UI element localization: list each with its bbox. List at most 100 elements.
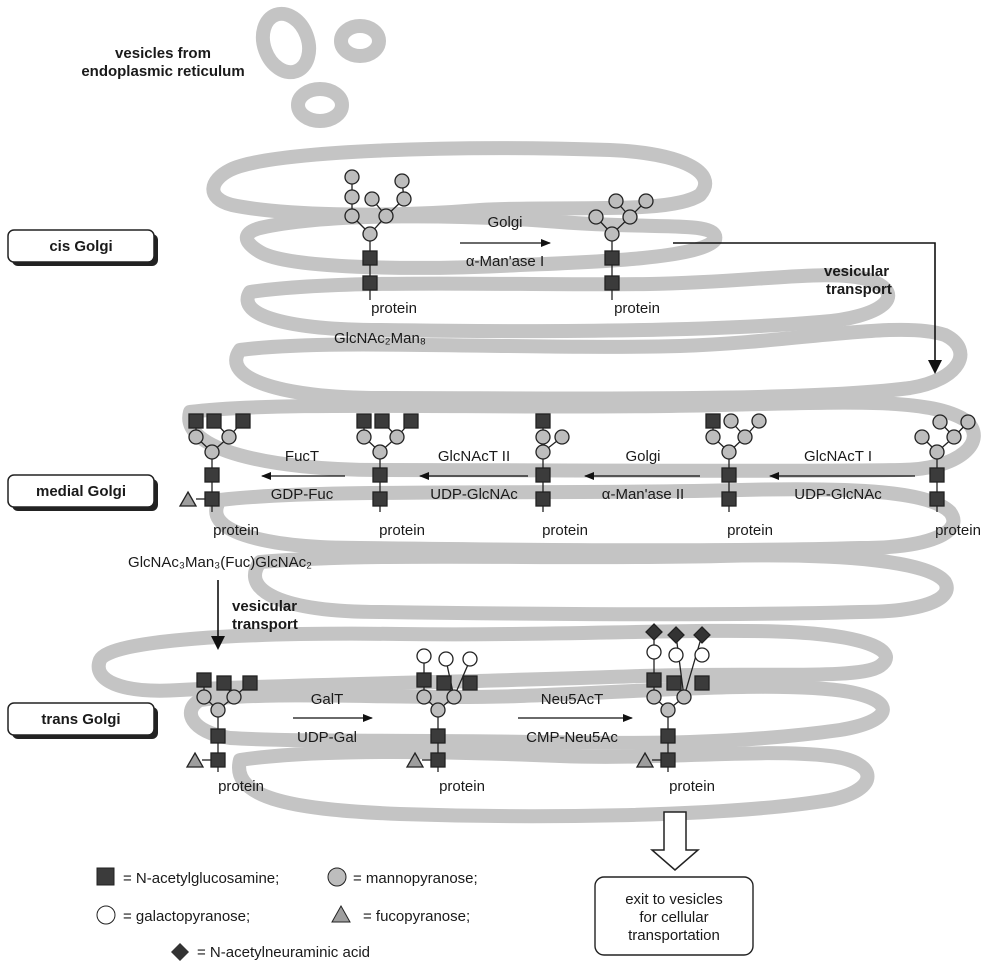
reaction-galt-bottom: UDP-Gal — [297, 729, 357, 746]
mannose-mark — [535, 429, 551, 445]
reaction-cis-top: Golgi — [487, 214, 522, 231]
glycan-sialylated — [635, 623, 711, 772]
mannose-mark — [646, 689, 662, 705]
legend-mannose-text: = mannopyranose; — [353, 870, 478, 887]
neu5ac-mark — [667, 626, 685, 644]
zone-label-cis: cis Golgi — [7, 229, 158, 266]
glcnac-mark — [204, 491, 220, 507]
reaction-gnt1-top: GlcNAcT I — [804, 448, 872, 465]
glcnac-mark — [604, 250, 620, 266]
protein-label: protein — [542, 522, 588, 539]
protein-label: protein — [614, 300, 660, 317]
galactose-mark — [438, 651, 454, 667]
mannose-mark — [196, 689, 212, 705]
glcnac-mark — [462, 675, 478, 691]
mannose-mark — [608, 193, 624, 209]
mannose-mark — [356, 429, 372, 445]
mannose-mark — [210, 702, 226, 718]
glcnac-mark — [362, 250, 378, 266]
legend-galactose-swatch — [96, 905, 116, 925]
glcnac-mark — [210, 728, 226, 744]
reaction-neu-bottom: CMP-Neu5Ac — [526, 729, 618, 746]
glcnac-mark — [666, 675, 682, 691]
legend: = N-acetylglucosamine; = mannopyranose; … — [96, 867, 478, 961]
mannose-mark — [535, 444, 551, 460]
mannose-mark — [221, 429, 237, 445]
mannose-mark — [430, 702, 446, 718]
legend-neu5ac-swatch — [171, 943, 189, 961]
reaction-gnt2-bottom: UDP-GlcNAc — [430, 486, 518, 503]
reaction-gnt2-top: GlcNAcT II — [438, 448, 510, 465]
mannose-mark — [362, 226, 378, 242]
mannose-mark — [372, 444, 388, 460]
glycan-man5-medial — [914, 414, 976, 512]
vesicular-transport-label-2a: vesicular — [232, 598, 297, 615]
reaction-galt-top: GalT — [311, 691, 344, 708]
mannose-mark — [723, 413, 739, 429]
glycan-glcnac-man3 — [535, 413, 570, 512]
mannose-mark — [622, 209, 638, 225]
cis-cisterna-2 — [239, 209, 723, 275]
trans-cisterna-3 — [232, 745, 875, 824]
mannose-mark — [394, 173, 410, 189]
glcnac-mark — [372, 491, 388, 507]
glcnac-mark — [705, 413, 721, 429]
glcnac-mark — [604, 275, 620, 291]
mannose-mark — [446, 689, 462, 705]
exit-arrow — [649, 811, 701, 871]
protein-label: protein — [669, 778, 715, 795]
cis-cisterna-3 — [240, 268, 896, 339]
glcnac-mark — [362, 275, 378, 291]
glycan-man8 — [344, 169, 412, 300]
glcnac-mark — [646, 672, 662, 688]
glcnac-mark — [436, 675, 452, 691]
mannose-mark — [378, 208, 394, 224]
mannose-mark — [638, 193, 654, 209]
legend-glcnac-swatch — [96, 867, 115, 886]
zone-label-cis-text: cis Golgi — [49, 238, 112, 255]
mannose-mark — [344, 189, 360, 205]
mannose-mark — [960, 414, 976, 430]
er-vesicle-low — [291, 82, 349, 128]
medial-cisterna-3 — [248, 548, 954, 622]
protein-label: protein — [218, 778, 264, 795]
mannose-mark — [344, 169, 360, 185]
glcnac-mark — [196, 672, 212, 688]
vesicular-transport-label-2b: transport — [232, 616, 298, 633]
glycan-glcnac2-man3 — [356, 413, 419, 512]
exit-box — [594, 876, 754, 956]
zone-label-trans-text: trans Golgi — [41, 711, 120, 728]
glcnac-mark — [721, 491, 737, 507]
protein-label: protein — [213, 522, 259, 539]
vesicular-transport-arrow-1 — [673, 242, 942, 374]
galactose-mark — [694, 647, 710, 663]
mannose-mark — [226, 689, 242, 705]
mannose-mark — [389, 429, 405, 445]
glcnac-mark — [242, 675, 258, 691]
glcnac-mark — [403, 413, 419, 429]
trans-cisterna-1 — [91, 623, 893, 698]
legend-fucose-text: = fucopyranose; — [363, 908, 470, 925]
glcnac-mark — [535, 413, 551, 429]
glcnac-mark — [430, 728, 446, 744]
exit-box-line2: for cellular — [639, 909, 708, 926]
glycan-trans-start — [185, 672, 258, 772]
reaction-gnt1-bottom: UDP-GlcNAc — [794, 486, 882, 503]
vesicular-transport-label-1b: transport — [826, 281, 892, 298]
vesicles-title-line2: endoplasmic reticulum — [81, 63, 244, 80]
glcnac-mark — [694, 675, 710, 691]
galactose-mark — [668, 647, 684, 663]
glcnac-mark — [929, 491, 945, 507]
glcnac-mark — [356, 413, 372, 429]
protein-label: protein — [439, 778, 485, 795]
vesicles-title-line1: vesicles from — [115, 45, 211, 62]
mannose-mark — [751, 413, 767, 429]
fucose-mark — [178, 490, 198, 507]
glcnac-mark — [430, 752, 446, 768]
mannose-mark — [737, 429, 753, 445]
mannose-mark — [705, 429, 721, 445]
glycan-galactosylated — [405, 648, 478, 772]
galactose-mark — [646, 644, 662, 660]
er-vesicle-mid — [334, 19, 386, 63]
